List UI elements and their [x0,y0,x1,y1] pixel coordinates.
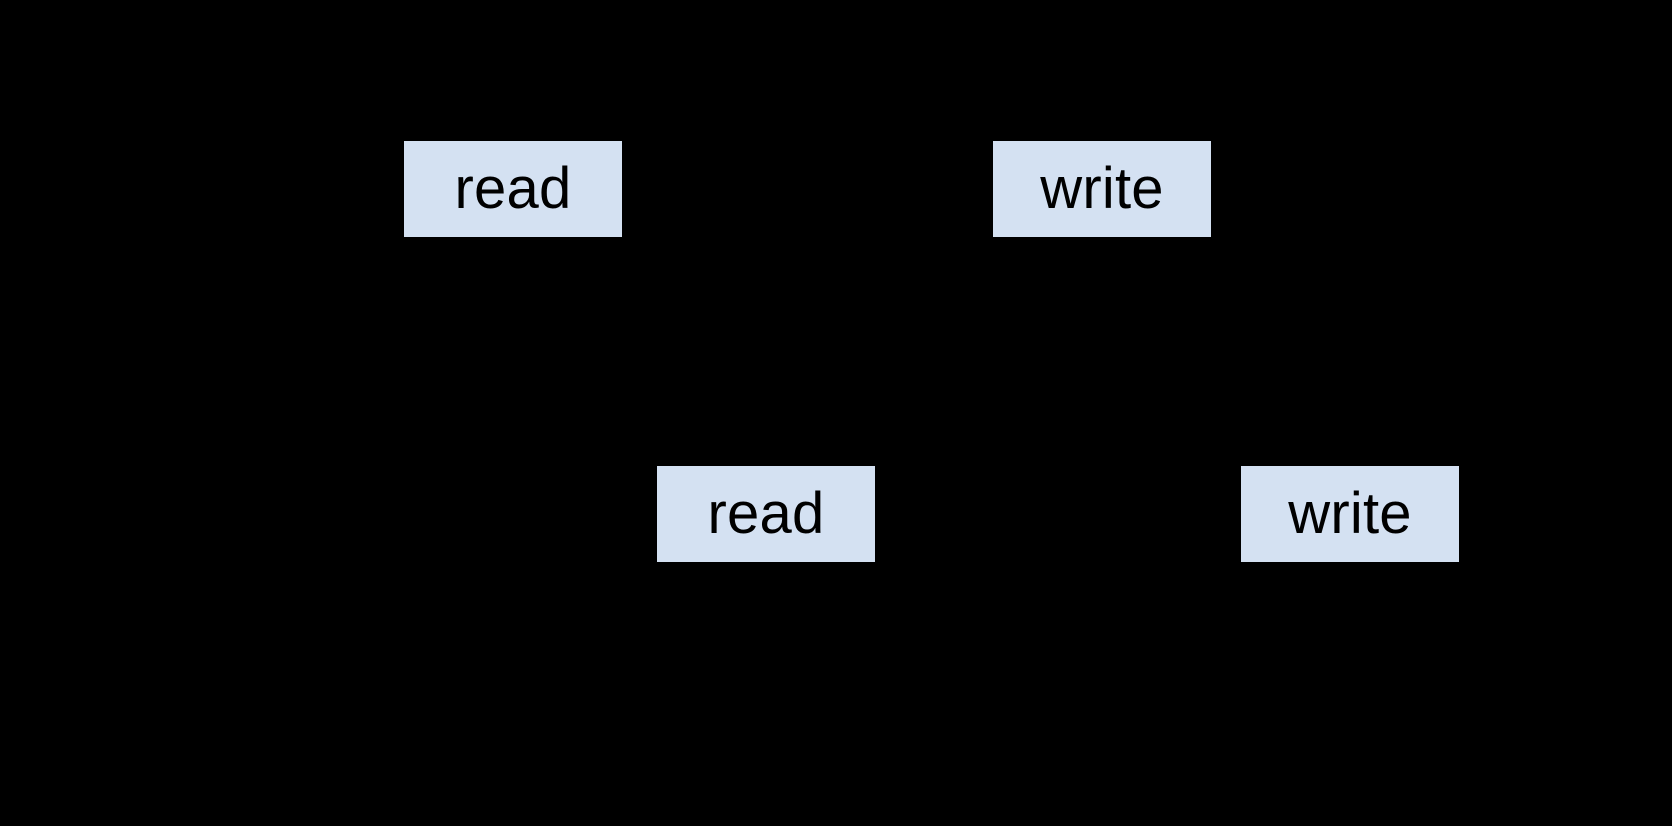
node-write-bottom[interactable]: write [1240,465,1460,563]
node-read-bottom-label: read [707,481,825,546]
node-write-bottom-label: write [1288,481,1412,546]
node-read-top-label: read [454,156,572,221]
node-write-top[interactable]: write [992,140,1212,238]
node-read-bottom[interactable]: read [656,465,876,563]
node-read-top[interactable]: read [403,140,623,238]
node-write-top-label: write [1040,156,1164,221]
